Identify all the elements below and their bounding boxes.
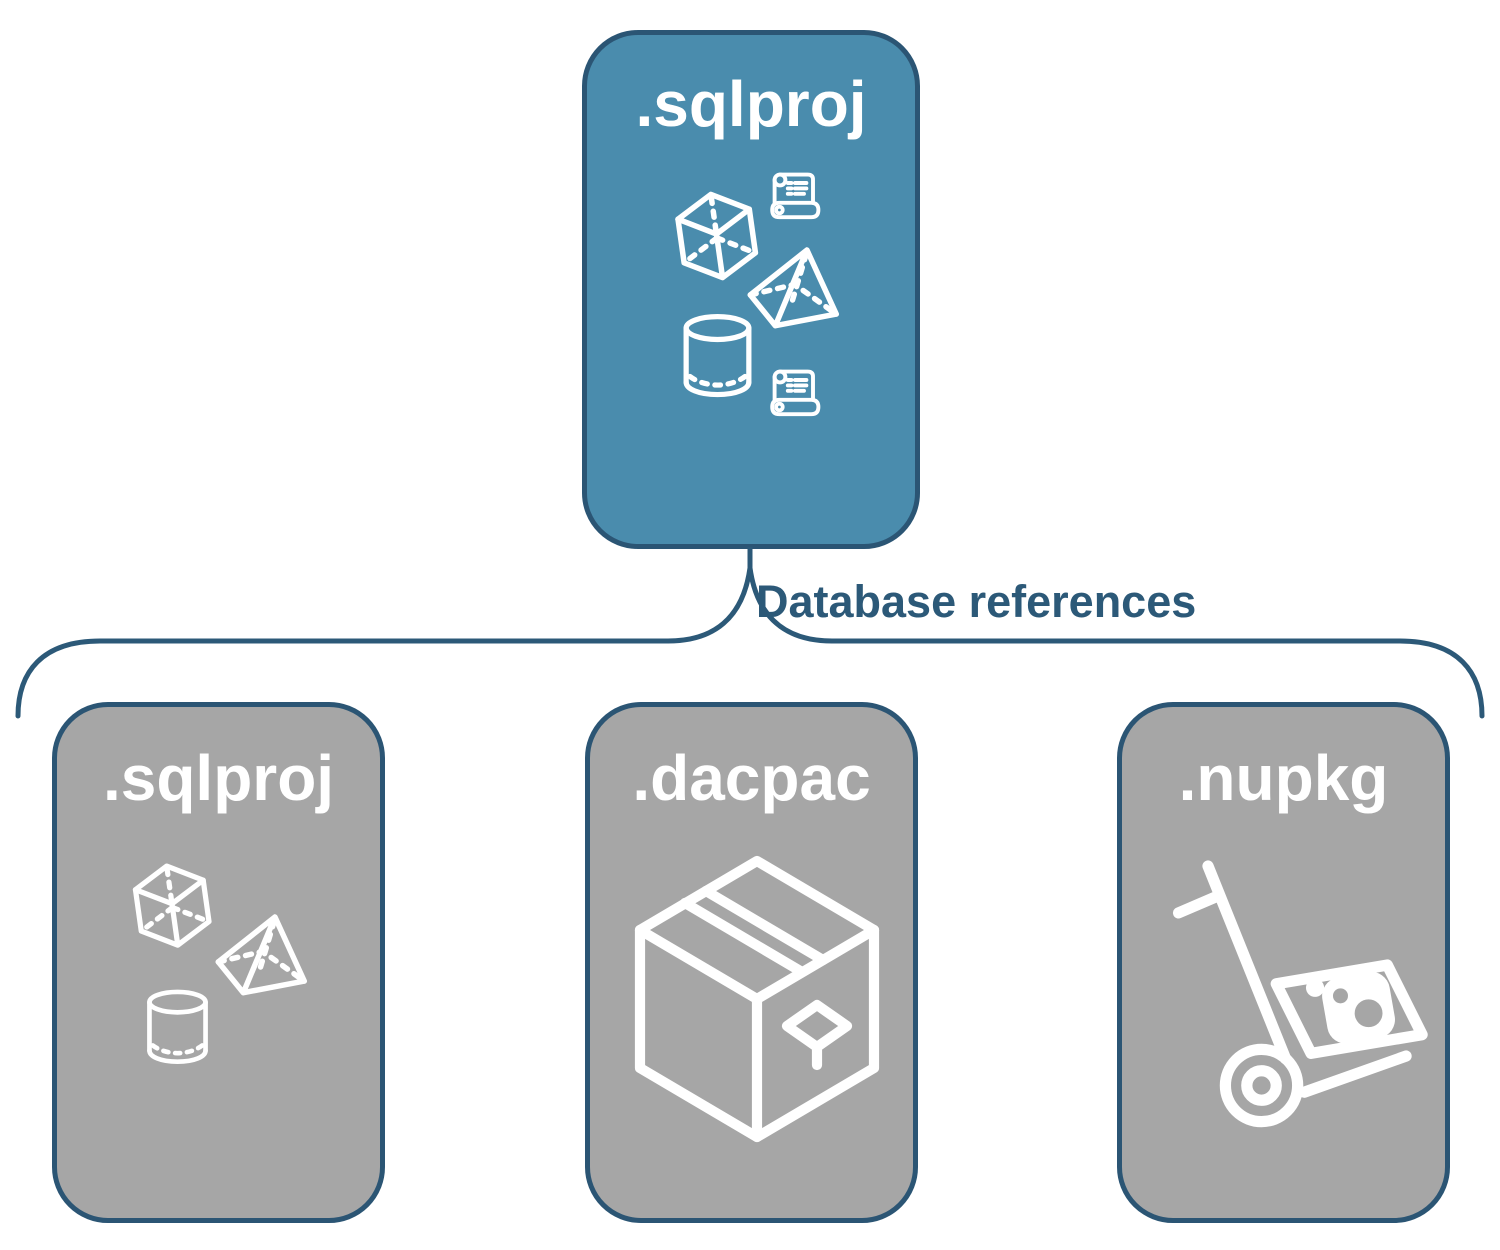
child-node-label: .sqlproj <box>102 742 335 814</box>
scroll-icon <box>770 369 821 417</box>
sql-project-objects-icons <box>662 172 862 417</box>
child-node-label: .dacpac <box>632 742 871 814</box>
cylinder-icon <box>686 317 749 395</box>
root-node-sqlproj: .sqlproj <box>582 30 920 549</box>
cylinder-icon <box>149 992 205 1062</box>
hand-truck-package-icon <box>1165 858 1433 1131</box>
root-node-label: .sqlproj <box>635 68 867 140</box>
pyramid-icon <box>214 909 315 1003</box>
sql-project-objects-icons <box>75 860 325 1080</box>
child-node-sqlproj: .sqlproj <box>52 702 385 1223</box>
cube-icon <box>133 861 212 950</box>
pyramid-icon <box>746 242 847 336</box>
child-node-nupkg: .nupkg <box>1117 702 1450 1223</box>
child-node-dacpac: .dacpac <box>585 702 918 1223</box>
package-box-icon <box>607 837 907 1173</box>
child-node-label: .nupkg <box>1178 742 1389 814</box>
connector-label: Database references <box>756 576 1197 627</box>
scroll-icon <box>770 172 821 220</box>
cube-icon <box>675 189 758 282</box>
